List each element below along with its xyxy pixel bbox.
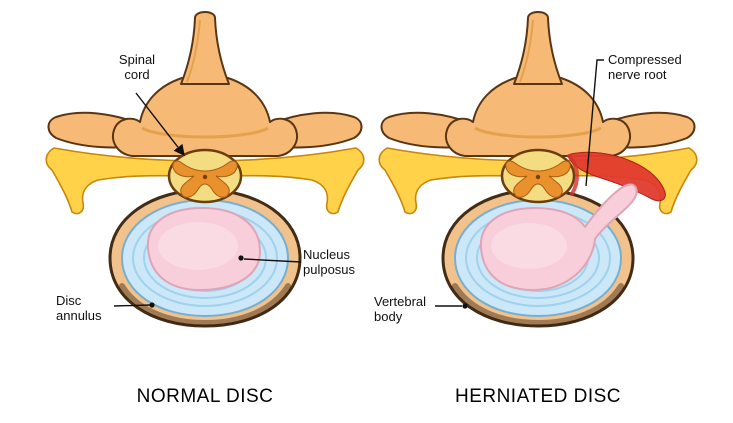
nucleus-pulposus-pointer [243,258,302,263]
disc-annulus-label: Disc annulus [56,293,102,324]
compressed-nerve-root-label: Compressed nerve root [608,52,682,83]
disc-annulus-dot [149,302,155,308]
vertebral-body-label: Vertebral body [374,294,427,325]
compressed-nerve-root-pointer [585,59,604,187]
herniated-disc-figure [379,12,697,326]
nucleus-highlight [158,222,238,270]
spinal-cord-pointer [135,92,185,157]
nucleus-pulposus-label: Nucleus pulposus [303,247,356,278]
herniated-disc-caption: HERNIATED DISC [454,386,622,407]
spinal-cord-label: Spinal cord [118,52,156,83]
pointer-lines [113,59,604,307]
normal-disc-caption: NORMAL DISC [136,386,274,407]
nucleus-dot [238,255,244,261]
cord-compression-rim [567,154,579,196]
normal-disc-figure [46,12,364,326]
nucleus-highlight [491,223,567,269]
disc-annulus-pointer [113,304,151,307]
pointer-dots [149,255,468,309]
vertebral-body-dot [462,303,468,309]
